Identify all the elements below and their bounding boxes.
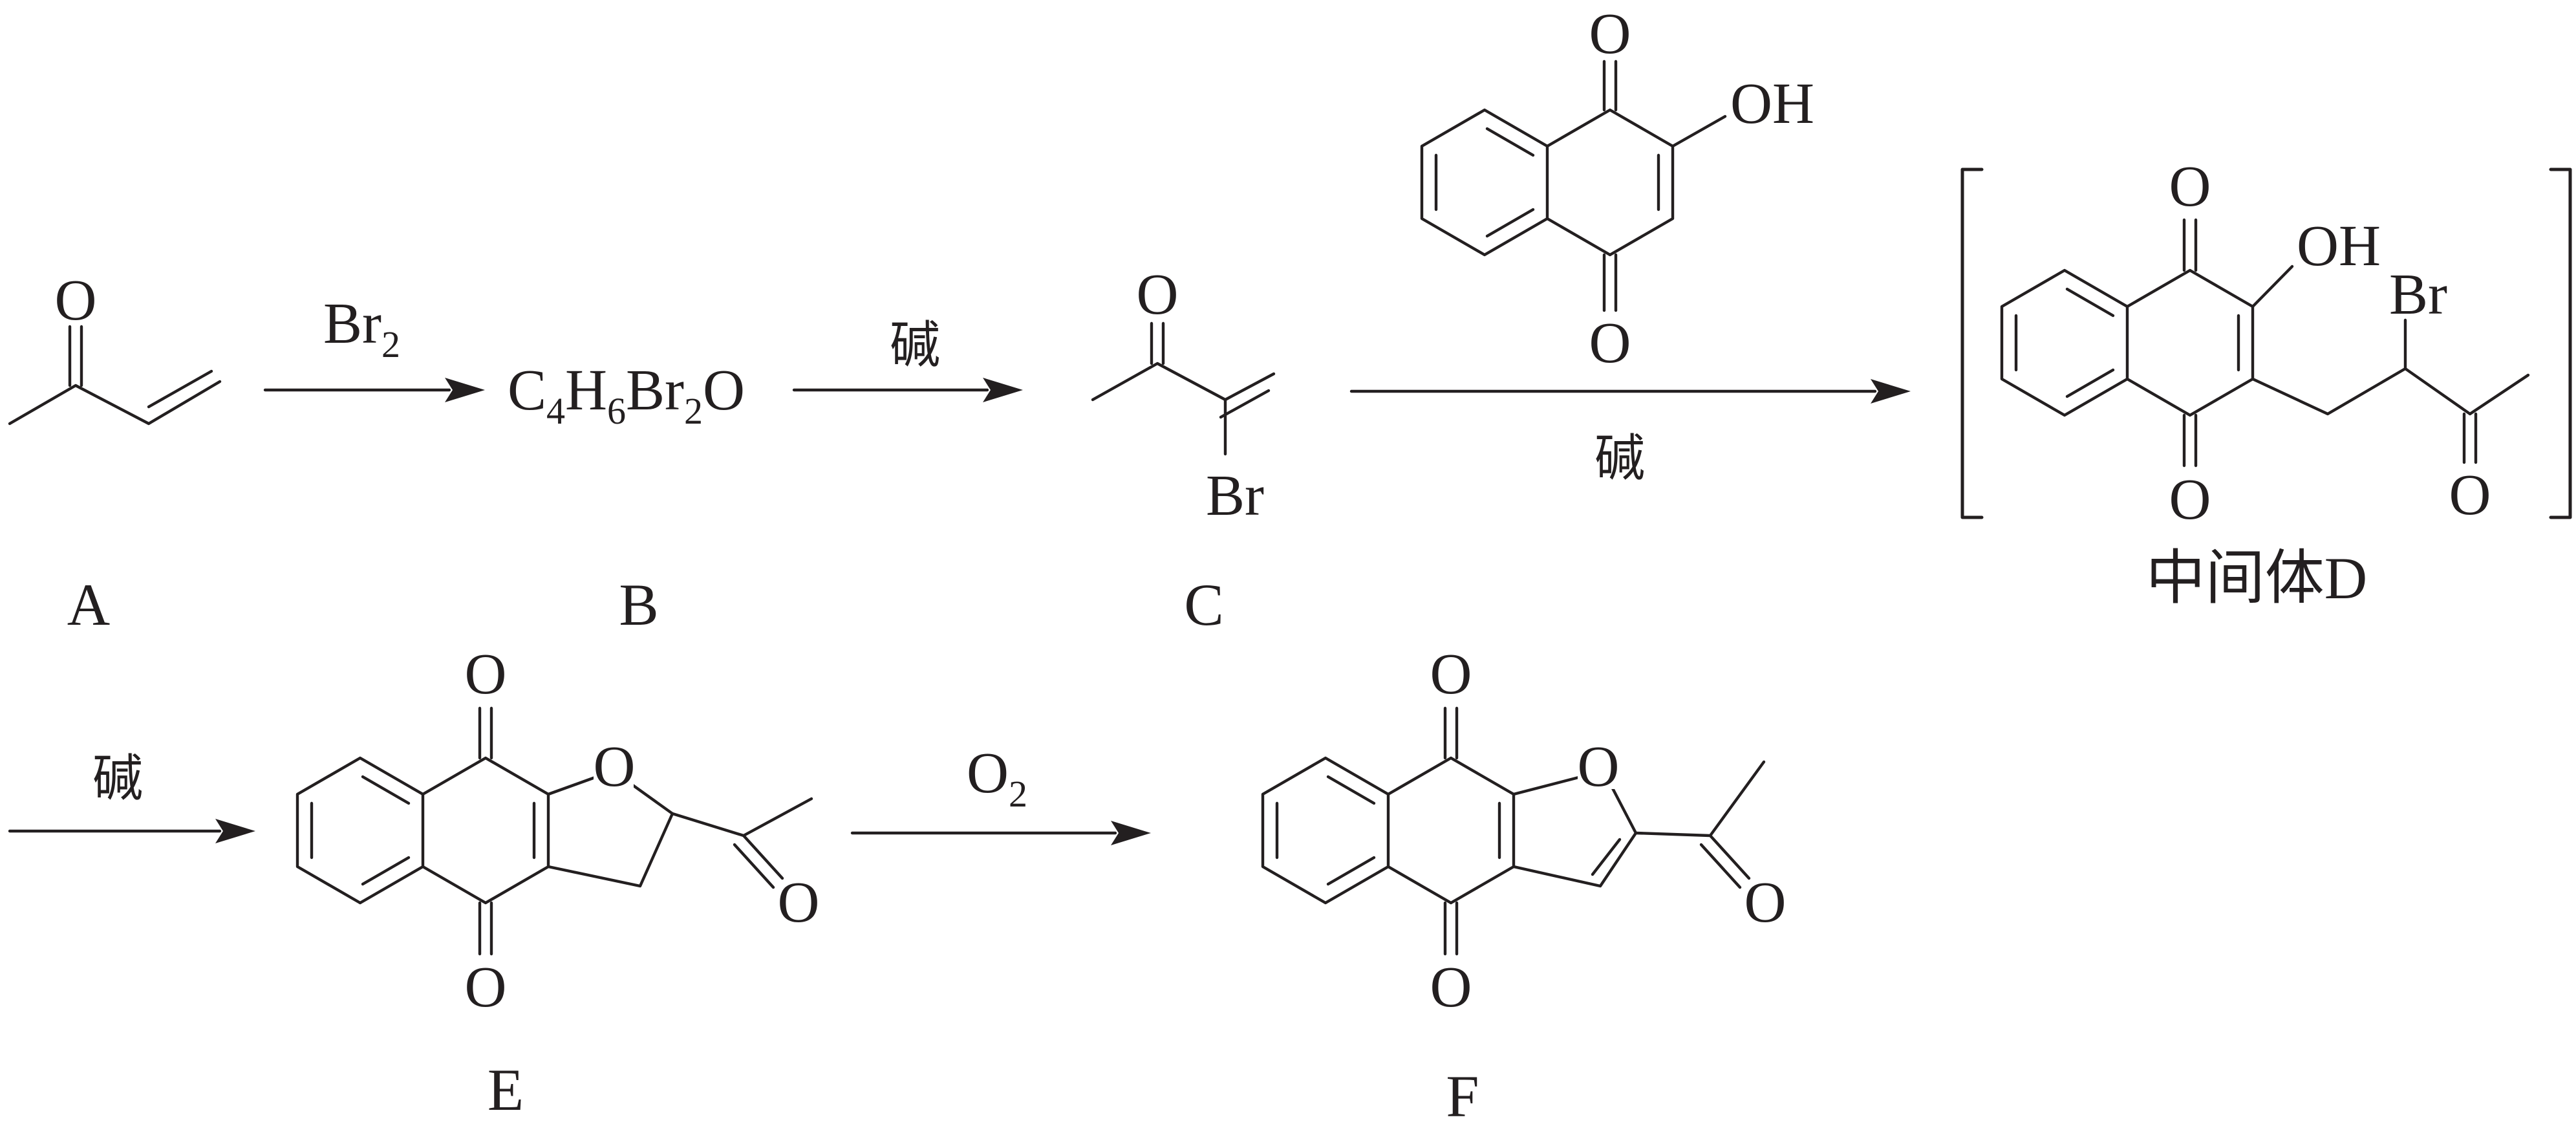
intermediate-d-c-oh-bond (2251, 265, 2294, 309)
intermediate-d-aromatic-bond-2 (2065, 368, 2115, 398)
compound-e-acetyl-carbonyl (742, 834, 784, 880)
arrow-2-head (983, 378, 1023, 402)
lawsone-c-oh-bond (1671, 114, 1727, 148)
arrow-3-head (1871, 379, 1911, 404)
compound-f-ring-oxygen: O (1578, 735, 1620, 799)
compound-f-furan-double-bond (1591, 838, 1622, 876)
compound-a-skeleton (8, 380, 222, 426)
compound-e-aromatic-bond-1 (361, 775, 411, 805)
compound-e-top-oxygen: O (465, 642, 507, 706)
compound-c-bromine: Br (1206, 464, 1264, 528)
intermediate-d-ketone-oxygen: O (2449, 463, 2491, 527)
compound-e-acetyl-carbonyl-2 (733, 843, 775, 889)
compound-c-structure: O Br (1091, 263, 1276, 528)
intermediate-d-bottom-oxygen: O (2169, 468, 2211, 532)
arrow-step-4 (8, 819, 255, 843)
lawsone-quinone-ring (1545, 108, 1675, 257)
compound-c-oxygen: O (1137, 263, 1179, 327)
compound-f-acetyl-carbonyl-2 (1699, 843, 1742, 889)
arrow-step-2 (792, 378, 1023, 402)
compound-f-quinone-ring (1386, 756, 1516, 905)
lawsone-aromatic-bond-2 (1485, 208, 1535, 238)
arrow-step-3 (1349, 379, 1911, 404)
arrow-5-head (1111, 821, 1151, 845)
compound-e-ring-oxygen: O (594, 735, 636, 799)
right-bracket (2549, 168, 2572, 519)
compound-a-vinyl-double-bond (147, 369, 213, 409)
intermediate-d-benzene-ring (2000, 268, 2129, 417)
compound-e-oxygen-mask (594, 744, 634, 789)
label-e: E (488, 1057, 524, 1123)
lawsone-benzene-ring (1420, 108, 1549, 257)
compound-e-acetyl-oxygen: O (778, 871, 820, 935)
arrow-step-5 (850, 821, 1151, 845)
compound-f-aromatic-bond-1 (1326, 775, 1376, 805)
intermediate-d-hydroxyl: OH (2297, 214, 2381, 278)
compound-f-acetyl (1634, 760, 1766, 838)
lawsone-reagent-structure: O O OH (1420, 2, 1814, 375)
reagent-br2: Br2 (323, 292, 400, 365)
intermediate-d-quinone-ring (2125, 268, 2255, 417)
left-bracket (1960, 168, 1984, 519)
formula-b: C4H6Br2O (508, 358, 745, 432)
compound-e-benzene-ring (295, 756, 425, 905)
intermediate-d-aromatic-bond-1 (2065, 287, 2115, 318)
lawsone-hydroxyl: OH (1730, 72, 1814, 136)
intermediate-d-side-chain (2251, 367, 2530, 416)
compound-f-acetyl-oxygen: O (1744, 871, 1787, 935)
compound-e-bottom-oxygen: O (465, 955, 507, 1019)
compound-f-acetyl-carbonyl (1708, 834, 1751, 880)
label-b: B (619, 572, 658, 638)
compound-c-alkene-double-bond (1219, 389, 1271, 419)
reagent-o2: O2 (967, 741, 1027, 815)
compound-f-oxygen-mask (1578, 744, 1618, 789)
compound-e-aromatic-bond-2 (361, 856, 411, 886)
arrow-step-1 (263, 378, 485, 402)
compound-e-acetyl (671, 797, 813, 838)
reagent-base-step-4: 碱 (92, 750, 143, 808)
lawsone-aromatic-bond-1 (1485, 127, 1535, 157)
arrow-4-head (215, 819, 255, 843)
compound-f-top-oxygen: O (1430, 642, 1472, 706)
compound-f-bottom-oxygen: O (1430, 955, 1472, 1019)
intermediate-d-structure: O O OH Br O (1960, 155, 2572, 532)
compound-f-structure: O O O O (1261, 642, 1787, 1019)
label-c: C (1184, 572, 1223, 638)
arrow-1-head (445, 378, 485, 402)
intermediate-d-top-oxygen: O (2169, 155, 2211, 219)
label-f: F (1446, 1063, 1479, 1126)
compound-f-benzene-ring (1261, 756, 1390, 905)
lawsone-bottom-oxygen: O (1589, 311, 1631, 375)
intermediate-d-bromine: Br (2389, 263, 2447, 327)
compound-f-aromatic-bond-2 (1326, 856, 1376, 886)
label-a: A (67, 572, 110, 638)
compound-e-structure: O O O O (295, 642, 820, 1019)
reagent-base-step-3: 碱 (1594, 429, 1645, 488)
compound-e-quinone-ring (421, 756, 550, 905)
label-intermediate-d: 中间体D (2146, 545, 2367, 611)
compound-a-structure: O (8, 268, 222, 426)
compound-c-skeleton (1091, 362, 1276, 402)
reagent-base-step-2: 碱 (890, 316, 940, 374)
compound-a-oxygen: O (55, 268, 97, 332)
lawsone-top-oxygen: O (1589, 2, 1631, 66)
